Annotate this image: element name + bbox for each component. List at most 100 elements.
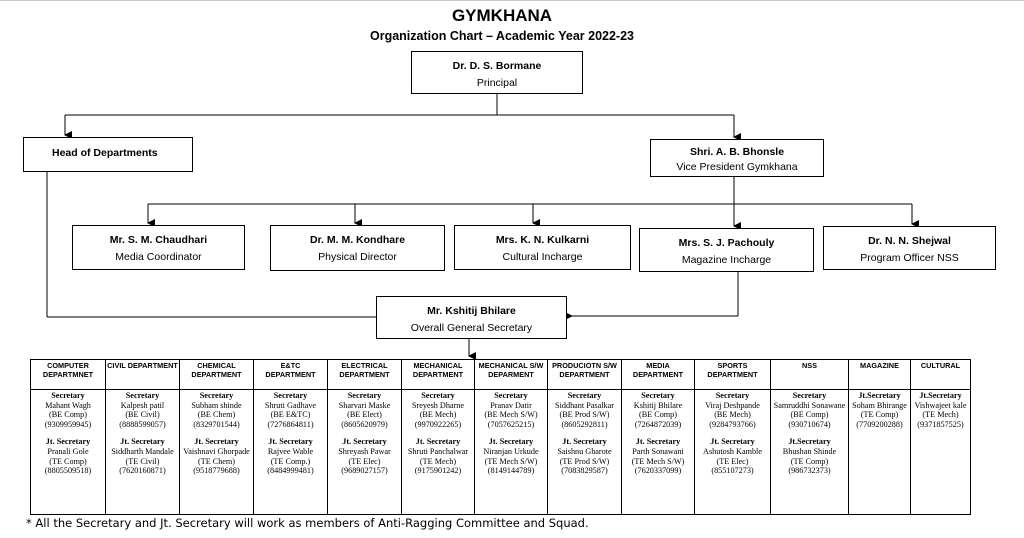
person-name: Rajvee Wable (267, 446, 314, 456)
page-title: GYMKHANA (451, 6, 553, 25)
person-name: Shruti Panchalwar (407, 446, 469, 456)
person-name: Viraj Deshpande (705, 400, 760, 410)
branch-label: (TE Mech S/W) (484, 456, 538, 466)
branch-label: (BE Comp) (790, 410, 829, 420)
gs-role: Overall General Secretary (410, 322, 533, 334)
coordinator-role: Cultural Incharge (502, 251, 583, 263)
phone-number: (9970922265) (414, 419, 462, 429)
coordinator-role: Magazine Incharge (681, 254, 772, 266)
position-label: Secretary (792, 391, 827, 400)
position-label: Jt. Secretary (268, 437, 313, 447)
department-header: MECHANICAL S/W DEPARMENT (474, 359, 548, 390)
phone-number: (9371857525) (917, 419, 964, 429)
branch-label: (BE Mech) (419, 410, 457, 420)
branch-label: (TE Comp.) (270, 456, 311, 466)
vp-name: Shri. A. B. Bhonsle (689, 146, 785, 158)
phone-number: (8484999481) (267, 466, 314, 476)
person-name: Saishnu Gharote (557, 446, 612, 456)
position-label: Secretary (494, 391, 528, 400)
coordinator-name: Mr. S. M. Chaudhari (109, 234, 208, 246)
gs-name: Mr. Kshitij Bhilare (427, 305, 516, 317)
department-header: MECHANICAL DEPARTMENT (401, 359, 475, 390)
phone-number: (930710674) (788, 419, 831, 429)
coordinator-name: Mrs. K. N. Kulkarni (495, 234, 590, 246)
phone-number: (986732373) (788, 466, 831, 476)
coordinator-box-physical: Dr. M. M. Kondhare Physical Director (270, 225, 445, 271)
branch-label: (TE Elec) (716, 456, 749, 466)
coordinator-role: Physical Director (318, 251, 397, 263)
phone-number: (8605292811) (561, 419, 608, 429)
position-label: Secretary (347, 391, 382, 400)
coordinator-box-nss: Dr. N. N. Shejwal Program Officer NSS (823, 226, 996, 270)
department-header: PRODUCIOTN S/W DEPARTMENT (547, 359, 622, 390)
phone-number: (9689027157) (341, 466, 388, 476)
person-name: Shreyash Pawar (338, 446, 391, 456)
position-label: Jt.Secretary (919, 391, 962, 400)
principal-role: Principal (476, 77, 518, 89)
coordinator-box-media: Mr. S. M. Chaudhari Media Coordinator (72, 225, 245, 270)
phone-number: (8805509518) (44, 466, 92, 476)
department-header: COMPUTER DEPARTMNET (30, 359, 106, 390)
department-header: CIVIL DEPARTMENT (105, 359, 180, 390)
person-name: Niranjan Urkude (483, 446, 539, 456)
person-name: Pranali Gole (47, 446, 89, 456)
department-header: CHEMICAL DEPARTMENT (179, 359, 254, 390)
principal-name: Dr. D. S. Bormane (452, 60, 542, 72)
phone-number: (7083829587) (561, 466, 608, 476)
person-name: Mahant Wagh (45, 400, 91, 410)
person-name: Siddhant Pasalkar (555, 400, 614, 410)
person-name: Parth Sonawani (632, 446, 684, 456)
department-header: NSS (770, 359, 849, 390)
position-label: Secretary (715, 391, 750, 400)
position-label: Secretary (51, 391, 85, 400)
person-name: Samruddhi Sonawane (773, 400, 846, 410)
phone-number: (8149144789) (487, 466, 535, 476)
position-label: Secretary (567, 391, 602, 400)
department-header: MAGAZINE (848, 359, 911, 390)
branch-label: (TE Elec) (348, 456, 381, 466)
position-label: Jt. Secretary (562, 437, 607, 447)
person-name: Sreyesh Dharne (411, 400, 465, 410)
person-name: Siddharth Mandale (111, 446, 174, 456)
department-header: ELECTRICAL DEPARTMENT (327, 359, 402, 390)
department-header: MEDIA DEPARTMENT (621, 359, 695, 390)
person-name: Shruti Gadhave (264, 400, 317, 410)
branch-label: (TE Civil) (125, 456, 160, 466)
branch-label: (BE Comp) (49, 410, 87, 420)
phone-number: (9309959945) (44, 419, 92, 429)
hod-box: Head of Departments (23, 137, 193, 172)
department-header: E&TC DEPARTMENT (253, 359, 328, 390)
position-label: Jt. Secretary (342, 437, 387, 447)
branch-label: (BE E&TC) (270, 410, 311, 420)
phone-number: (7057625215) (487, 419, 535, 429)
person-name: Soham Bhirange (852, 400, 907, 410)
position-label: Secretary (421, 391, 455, 400)
phone-number: (7620337099) (634, 466, 682, 476)
position-label: Secretary (273, 391, 308, 400)
person-name: Kalpesh patil (120, 400, 165, 410)
position-label: Secretary (125, 391, 160, 400)
phone-number: (7620160871) (119, 466, 166, 476)
branch-label: (BE Mech) (714, 410, 751, 420)
position-label: Jt. Secretary (710, 437, 755, 447)
